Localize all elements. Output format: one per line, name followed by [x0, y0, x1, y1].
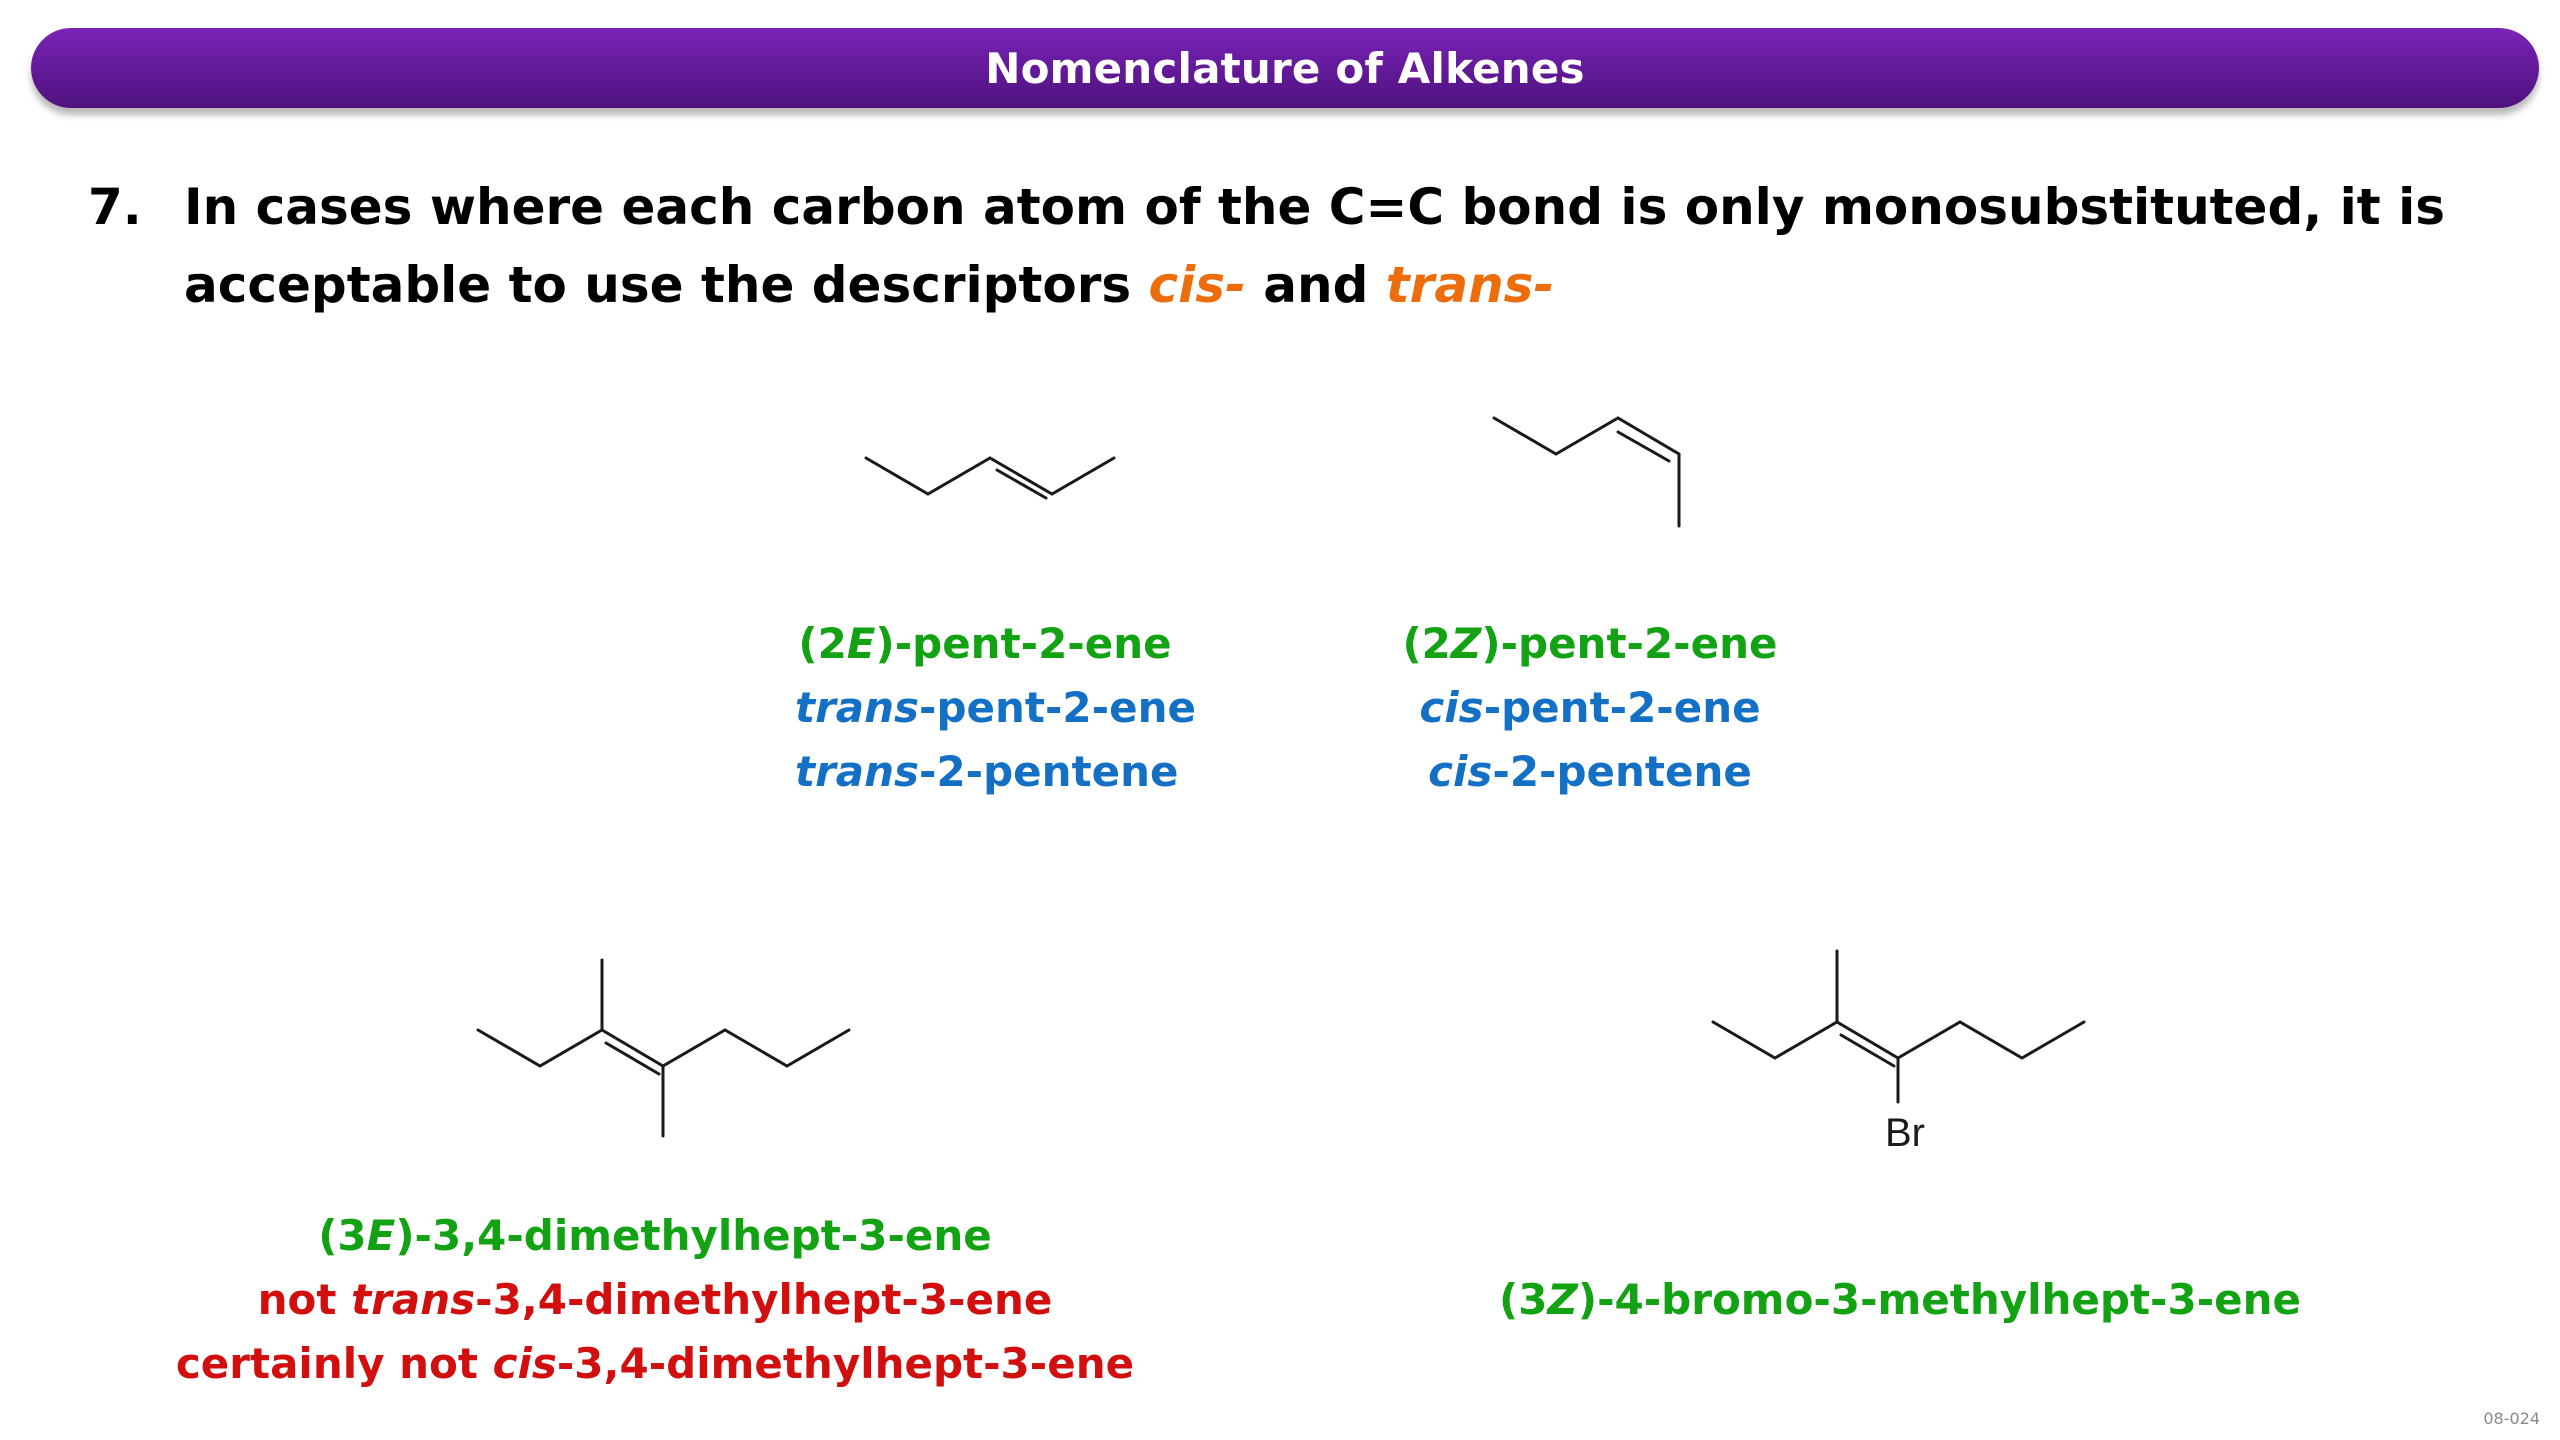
rule-statement: 7. In cases where each carbon atom of th… [88, 168, 2488, 324]
name-cis-pent-2-ene: cis-pent-2-ene [1419, 683, 1761, 732]
structure-trans-pent-2-ene [864, 456, 1116, 500]
name-iupac-3E: (3E)-3,4-dimethylhept-3-ene [318, 1211, 992, 1260]
names-dimethylheptene: (3E)-3,4-dimethylhept-3-ene not trans-3,… [150, 1204, 1160, 1396]
name-not-trans: not trans-3,4-dimethylhept-3-ene [257, 1275, 1053, 1324]
rule-number: 7. [88, 178, 142, 236]
names-cis-pentene: (2Z)-pent-2-ene cis-pent-2-ene cis-2-pen… [1400, 612, 1780, 804]
rule-text: In cases where each carbon atom of the C… [184, 168, 2488, 324]
name-iupac-2E: (2E)-pent-2-ene [798, 619, 1172, 668]
name-iupac-3Z: (3Z)-4-bromo-3-methylhept-3-ene [1499, 1275, 2301, 1324]
rule-connector: and [1245, 256, 1386, 314]
rule-text-main: In cases where each carbon atom of the C… [184, 178, 2446, 314]
names-bromo-methylheptene: (3Z)-4-bromo-3-methylhept-3-ene [1440, 1268, 2360, 1332]
names-trans-pentene: (2E)-pent-2-ene trans-pent-2-ene trans-2… [795, 612, 1196, 804]
name-iupac-2Z: (2Z)-pent-2-ene [1402, 619, 1778, 668]
name-trans-pent-2-ene: trans-pent-2-ene [795, 683, 1196, 732]
slide-title: Nomenclature of Alkenes [985, 43, 1585, 93]
structure-3E-34-dimethylhept-3-ene [476, 958, 851, 1138]
slide-id: 08-024 [2483, 1409, 2540, 1428]
slide-title-bar: Nomenclature of Alkenes [31, 28, 2539, 108]
term-cis: cis- [1148, 256, 1246, 314]
structure-3Z-4-bromo-3-methylhept-3-ene [1711, 949, 2086, 1104]
term-trans: trans- [1385, 256, 1555, 314]
name-trans-2-pentene: trans-2-pentene [795, 747, 1179, 796]
name-certainly-not-cis: certainly not cis-3,4-dimethylhept-3-ene [175, 1339, 1135, 1388]
name-cis-2-pentene: cis-2-pentene [1428, 747, 1752, 796]
structure-cis-pent-2-ene [1492, 416, 1681, 528]
atom-label-bromine: Br [1885, 1111, 1925, 1155]
